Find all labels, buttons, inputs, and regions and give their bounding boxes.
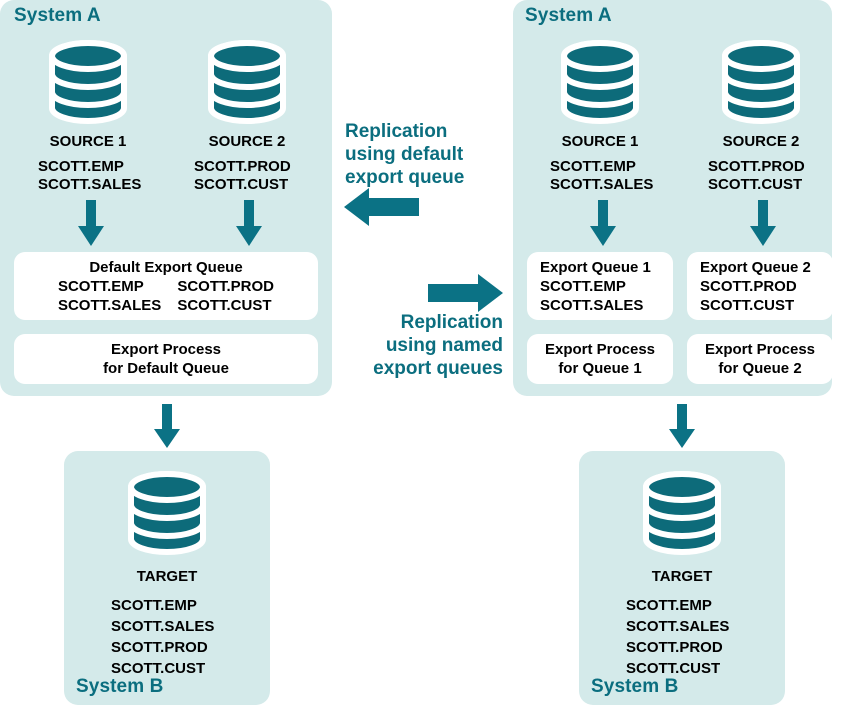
middle-caption-default-queue: Replication using default export queue [345,121,465,188]
left-source2-down-arrow-icon [236,200,262,246]
left-system-b-label: System B [76,676,164,697]
right-export-queue-2-box: Export Queue 2 SCOTT.PROD SCOTT.CUST [687,252,833,320]
right-source1-down-arrow-icon [590,200,616,246]
right-export-process-1-box: Export Process for Queue 1 [527,334,673,384]
right-system-a-label: System A [525,5,612,26]
left-source2-title: SOURCE 2 [208,133,286,150]
right-export-queue-1-title: Export Queue 1 [540,258,651,276]
right-export-queue-2-title: Export Queue 2 [700,258,811,276]
right-target-tables: SCOTT.EMP SCOTT.SALES SCOTT.PROD SCOTT.C… [626,597,730,677]
right-source1-title: SOURCE 1 [561,133,639,150]
left-source2-tables: SCOTT.PROD SCOTT.CUST [194,158,291,193]
right-export-queue-2-tables: SCOTT.PROD SCOTT.CUST [700,277,797,314]
right-source2-database-icon [717,36,805,128]
left-target-title: TARGET [136,568,198,585]
left-default-export-queue-title: Default Export Queue [89,258,243,276]
right-source2-down-arrow-icon [750,200,776,246]
left-source1-title: SOURCE 1 [49,133,127,150]
left-source1-down-arrow-icon [78,200,104,246]
right-source2-tables: SCOTT.PROD SCOTT.CUST [708,158,805,193]
right-export-process-2-line1: Export Process [704,341,816,358]
left-export-process-line2: for Default Queue [103,360,229,377]
right-export-process-1-line1: Export Process [544,341,656,358]
left-default-export-queue-col2: SCOTT.PROD SCOTT.CUST [177,277,275,314]
right-system-b-label: System B [591,676,679,697]
middle-caption-named-queues: Replication using named export queues [373,312,503,379]
left-source2-database-icon [203,36,291,128]
right-export-queue-1-tables: SCOTT.EMP SCOTT.SALES [540,277,644,314]
right-target-database-icon [638,467,726,559]
left-default-export-queue-col1: SCOTT.EMP SCOTT.SALES [57,277,162,314]
left-system-a-to-b-arrow-icon [154,404,180,448]
right-source1-database-icon [556,36,644,128]
left-default-export-queue-box: Default Export Queue SCOTT.EMP SCOTT.SAL… [14,252,318,320]
left-source1-tables: SCOTT.EMP SCOTT.SALES [38,158,142,193]
right-export-queue-1-box: Export Queue 1 SCOTT.EMP SCOTT.SALES [527,252,673,320]
middle-right-pointing-arrow-icon [428,274,503,312]
left-system-a-label: System A [14,5,101,26]
left-target-tables: SCOTT.EMP SCOTT.SALES SCOTT.PROD SCOTT.C… [111,597,215,677]
middle-left-pointing-arrow-icon [344,188,419,226]
left-target-database-icon [123,467,211,559]
right-source1-tables: SCOTT.EMP SCOTT.SALES [550,158,654,193]
left-export-process-box: Export Process for Default Queue [14,334,318,384]
right-export-process-2-box: Export Process for Queue 2 [687,334,833,384]
right-export-process-1-line2: for Queue 1 [558,360,642,377]
right-export-process-2-line2: for Queue 2 [718,360,802,377]
right-target-title: TARGET [651,568,713,585]
right-source2-title: SOURCE 2 [722,133,800,150]
right-system-a-to-b-arrow-icon [669,404,695,448]
left-export-process-line1: Export Process [110,341,222,358]
left-source1-database-icon [44,36,132,128]
